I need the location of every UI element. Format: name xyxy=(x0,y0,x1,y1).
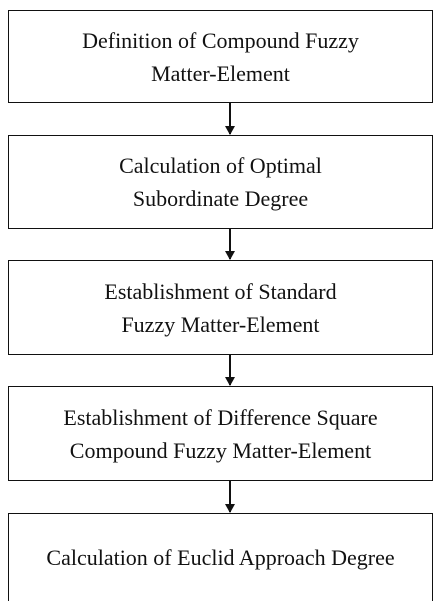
step-label-line: Establishment of Standard xyxy=(104,278,337,304)
step-label-line: Calculation of Optimal xyxy=(119,153,322,178)
step-label-line: Matter-Element xyxy=(151,60,290,86)
step-box-optimal-subordinate-degree: Calculation of Optimal Subordinate Degre… xyxy=(8,135,433,229)
step-box-euclid-approach-degree: Calculation of Euclid Approach Degree xyxy=(8,513,433,601)
step-label-line: Compound Fuzzy Matter-Element xyxy=(69,437,372,463)
step-box-difference-square: Establishment of Difference Square Compo… xyxy=(8,386,433,481)
step-label-line: Definition of Compound Fuzzy xyxy=(82,27,359,53)
flow-arrow xyxy=(225,355,235,386)
step-label-line: Fuzzy Matter-Element xyxy=(121,311,320,337)
flow-arrow xyxy=(225,481,235,513)
flow-arrow xyxy=(225,103,235,135)
step-box-definition: Definition of Compound Fuzzy Matter-Elem… xyxy=(8,10,433,103)
step-label-line: Subordinate Degree xyxy=(132,186,309,211)
step-label-line: Calculation of Euclid Approach Degree xyxy=(46,545,395,570)
flow-arrow xyxy=(225,229,235,260)
step-label-line: Establishment of Difference Square xyxy=(63,404,378,430)
step-box-standard-matter-element: Establishment of Standard Fuzzy Matter-E… xyxy=(8,260,433,355)
